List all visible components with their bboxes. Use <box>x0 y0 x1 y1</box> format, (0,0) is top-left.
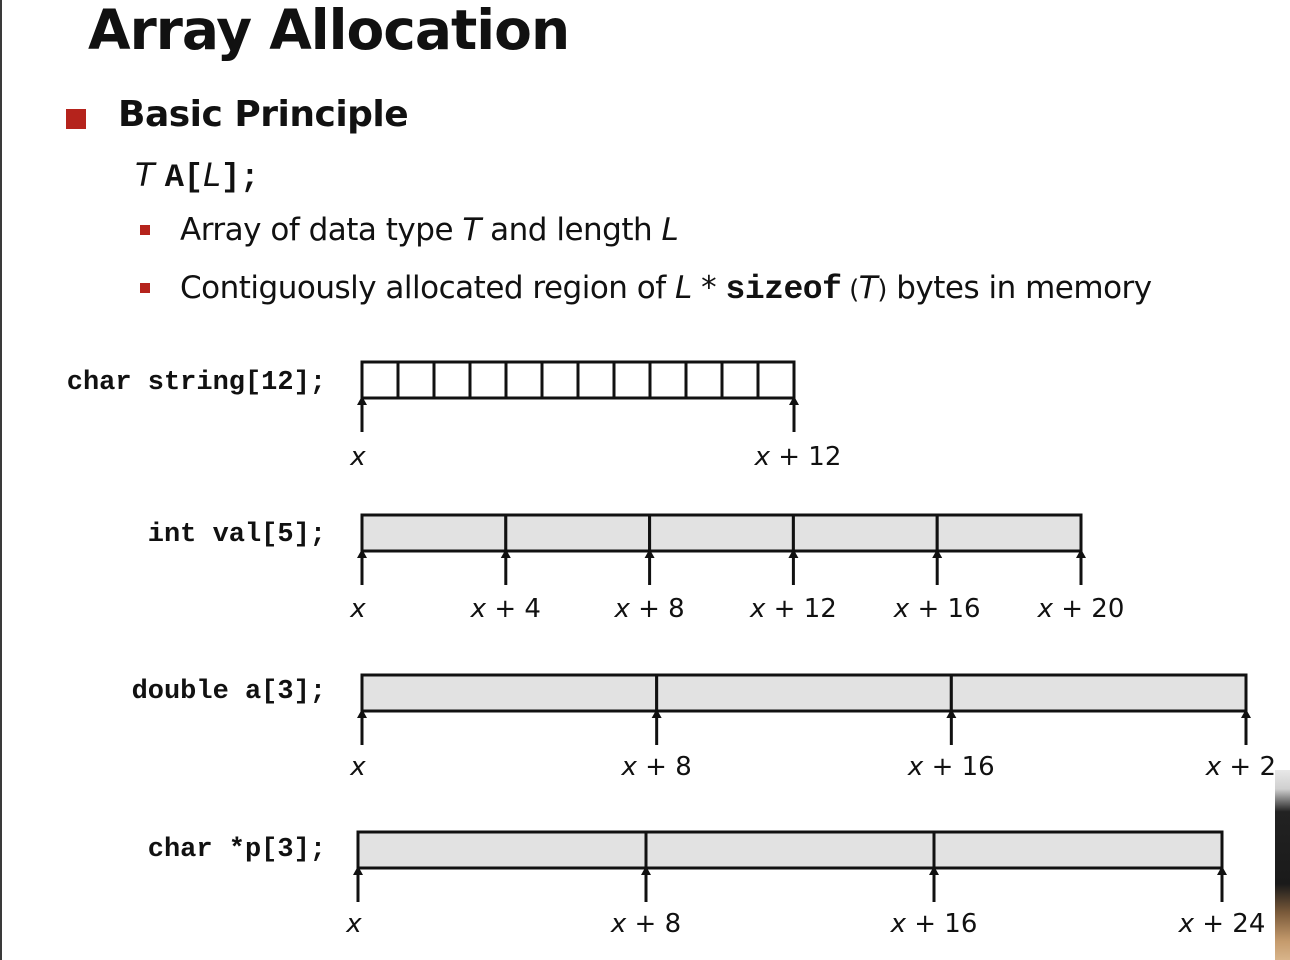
array-3-boundary-arrow-head <box>929 866 939 875</box>
array-2-cell <box>949 673 1248 713</box>
paren-close: ) <box>877 275 887 305</box>
array-2-boundary-arrow-head <box>357 709 367 718</box>
array-1-cell <box>935 513 1083 553</box>
array-1-address-label: x <box>349 594 366 624</box>
bullet-type-var: T <box>462 212 481 248</box>
array-declaration: T A[L]; <box>135 156 259 196</box>
array-0-cell <box>684 360 724 400</box>
sub-bullet-marker <box>140 283 150 293</box>
array-0-cell <box>648 360 688 400</box>
array-1-address-label: x + 4 <box>470 594 541 624</box>
sizeof-keyword: sizeof <box>725 271 842 308</box>
array-1-cell <box>360 513 508 553</box>
array-label-pointer: char *p[3]; <box>147 835 326 865</box>
array-2-boundary-arrow-head <box>651 709 662 718</box>
array-1-cell <box>648 513 795 553</box>
array-1-address-label: x + 8 <box>613 594 684 624</box>
array-3-cell <box>932 830 1224 870</box>
array-label-string: char string[12]; <box>66 368 326 398</box>
array-1-boundary-arrow-head <box>500 549 511 558</box>
array-2-address-label: x + 16 <box>907 752 995 782</box>
array-0-cell <box>576 360 616 400</box>
decl-semicolon: ; <box>240 159 260 196</box>
array-label-val: int val[5]; <box>147 520 326 550</box>
decl-type: T <box>135 156 155 194</box>
bullet-text: * <box>691 270 726 306</box>
array-0-start-arrow-head <box>357 396 367 405</box>
array-2-cell <box>655 673 953 713</box>
array-2-address-label: x + 2 <box>1205 752 1276 782</box>
bullet-text: and length <box>480 212 662 248</box>
array-3-boundary-arrow-head <box>641 866 651 875</box>
array-0-cell <box>540 360 580 400</box>
video-thumbnail-edge <box>1275 770 1290 960</box>
bullet-text: bytes in memory <box>886 270 1152 306</box>
array-1-cell <box>504 513 652 553</box>
array-1-address-label: x + 20 <box>1037 594 1125 624</box>
bullet-type-var: T <box>858 270 878 306</box>
decl-name: A <box>164 159 184 196</box>
array-0-start-address: x <box>349 442 366 472</box>
array-1-boundary-arrow-head <box>932 549 943 558</box>
decl-bracket-close: ] <box>220 159 241 196</box>
array-2-boundary-arrow-head <box>1241 709 1251 718</box>
bullet-contiguous-region: Contiguously allocated region of L * siz… <box>180 270 1152 308</box>
array-3-cell <box>644 830 936 870</box>
array-0-cell <box>612 360 652 400</box>
array-3-address-label: x + 8 <box>610 909 681 939</box>
array-3-cell <box>356 830 648 870</box>
slide-title: Array Allocation <box>88 0 570 62</box>
decl-length: L <box>203 156 221 194</box>
array-3-boundary-arrow-head <box>353 866 363 875</box>
array-2-address-label: x <box>349 752 366 782</box>
array-0-cell <box>468 360 508 400</box>
decl-bracket-open: [ <box>183 159 204 196</box>
section-heading: Basic Principle <box>118 94 409 135</box>
array-1-boundary-arrow-head <box>357 549 367 558</box>
array-3-address-label: x + 16 <box>890 909 978 939</box>
array-0-end-arrow-head <box>789 396 799 405</box>
array-0-cell <box>432 360 472 400</box>
array-0-end-address: x + 12 <box>754 442 842 472</box>
array-0-cell <box>504 360 544 400</box>
array-1-boundary-arrow-head <box>644 549 655 558</box>
array-0-cell <box>396 360 436 400</box>
sub-bullet-marker <box>140 225 150 235</box>
array-0-cell <box>360 360 400 400</box>
main-bullet-marker <box>66 109 86 129</box>
array-3-address-label: x <box>345 909 362 939</box>
array-1-boundary-arrow-head <box>1076 549 1086 558</box>
array-0-cell <box>720 360 760 400</box>
bullet-text: Contiguously allocated region of <box>180 270 676 306</box>
array-label-double: double a[3]; <box>131 677 326 707</box>
array-1-boundary-arrow-head <box>788 549 799 558</box>
bullet-length-var: L <box>661 212 679 248</box>
array-2-cell <box>360 673 659 713</box>
bullet-length-var: L <box>675 270 692 306</box>
array-2-address-label: x + 8 <box>621 752 692 782</box>
bullet-text: Array of data type <box>180 212 463 248</box>
bullet-type-length: Array of data type T and length L <box>180 212 679 248</box>
array-3-boundary-arrow-head <box>1217 866 1227 875</box>
array-1-address-label: x + 16 <box>893 594 981 624</box>
array-1-cell <box>791 513 939 553</box>
array-3-address-label: x + 24 <box>1178 909 1266 939</box>
slide-left-border <box>0 0 2 960</box>
array-0-cell <box>756 360 796 400</box>
paren-open: ( <box>849 275 859 305</box>
array-2-boundary-arrow-head <box>946 709 957 718</box>
array-1-address-label: x + 12 <box>749 594 837 624</box>
